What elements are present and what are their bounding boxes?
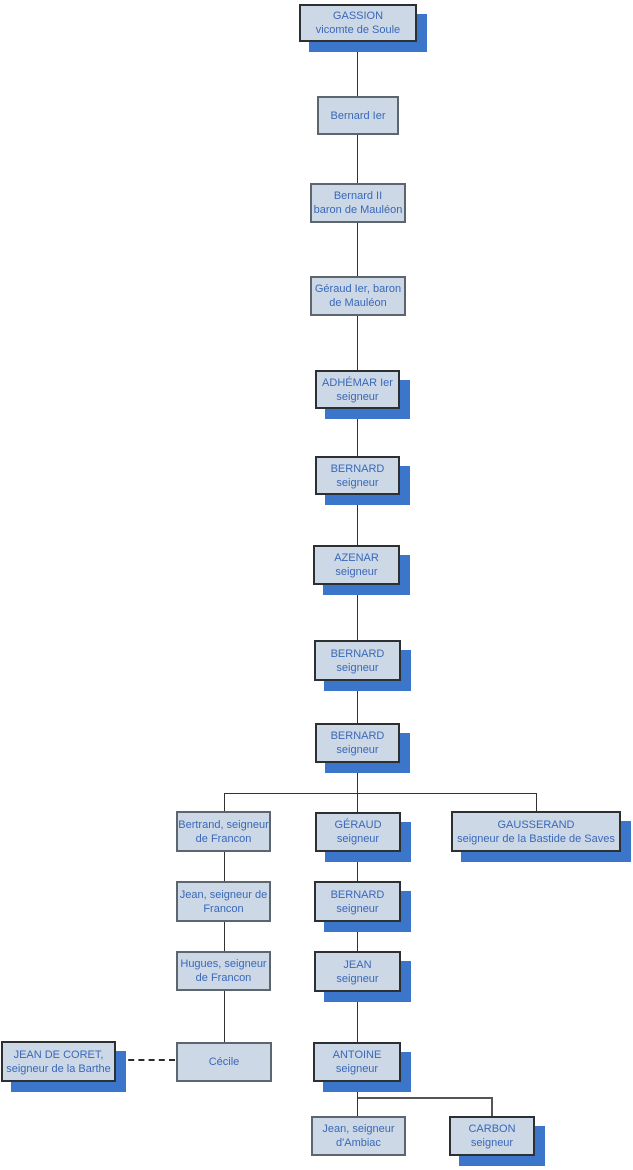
node-antoine: ANTOINE seigneur — [313, 1042, 401, 1082]
connector-line — [224, 793, 537, 794]
node-label: Cécile — [208, 1056, 240, 1068]
node-label: BERNARD seigneur — [330, 730, 385, 756]
node-bernard-seigneur-1: BERNARD seigneur — [315, 456, 400, 495]
node-label: GASSION vicomte de Soule — [315, 10, 401, 36]
connector-line — [357, 316, 358, 370]
connector-line — [357, 495, 358, 545]
connector-line — [224, 852, 225, 881]
node-label: Bernard Ier — [330, 109, 386, 122]
node-label: Jean, seigneur de Francon — [179, 888, 268, 915]
connector-line — [357, 1097, 358, 1116]
node-label: Géraud Ier, baron de Mauléon — [314, 283, 402, 309]
node-label: BERNARD seigneur — [330, 647, 385, 674]
connector-line — [224, 793, 225, 811]
connector-line — [357, 1097, 493, 1099]
node-bernard-ier: Bernard Ier — [317, 96, 399, 135]
node-label: JEAN DE CORET, seigneur de la Barthe — [6, 1048, 111, 1075]
node-label: GAUSSERAND seigneur de la Bastide de Sav… — [457, 818, 615, 845]
connector-line — [357, 763, 358, 793]
node-jean-ambiac: Jean, seigneur d'Ambiac — [311, 1116, 406, 1156]
connector-line — [357, 585, 358, 640]
connector-line — [491, 1097, 493, 1116]
connector-line — [357, 681, 358, 723]
node-geraud-seigneur: GÉRAUD seigneur — [315, 812, 401, 852]
node-label: ANTOINE seigneur — [332, 1049, 382, 1075]
node-jean-seigneur: JEAN seigneur — [314, 951, 401, 992]
marriage-dashed-line — [118, 1059, 175, 1061]
connector-line — [536, 793, 537, 811]
node-cecile: Cécile — [176, 1042, 272, 1082]
connector-line — [357, 223, 358, 276]
connector-line — [357, 793, 358, 812]
node-label: GÉRAUD seigneur — [334, 819, 382, 845]
node-label: Jean, seigneur d'Ambiac — [322, 1123, 395, 1149]
node-bertrand-francon: Bertrand, seigneur de Francon — [176, 811, 271, 852]
node-label: BERNARD seigneur — [330, 888, 385, 915]
connector-line — [357, 1082, 358, 1097]
connector-line — [224, 991, 225, 1042]
connector-line — [357, 409, 358, 456]
node-jean-de-coret: JEAN DE CORET, seigneur de la Barthe — [1, 1041, 116, 1082]
connector-line — [357, 42, 358, 96]
connector-line — [357, 992, 358, 1042]
node-label: CARBON seigneur — [468, 1123, 516, 1149]
node-label: ADHÉMAR Ier seigneur — [322, 376, 393, 403]
node-bernard-ii: Bernard II baron de Mauléon — [310, 183, 406, 223]
connector-line — [357, 922, 358, 951]
node-azenar: AZENAR seigneur — [313, 545, 400, 585]
node-label: BERNARD seigneur — [330, 462, 385, 489]
node-bernard-seigneur-2: BERNARD seigneur — [314, 640, 401, 681]
node-hugues-francon: Hugues, seigneur de Francon — [176, 951, 271, 991]
node-bernard-seigneur-3: BERNARD seigneur — [315, 723, 400, 763]
node-label: JEAN seigneur — [336, 958, 379, 985]
node-bernard-seigneur-4: BERNARD seigneur — [314, 881, 401, 922]
node-carbon: CARBON seigneur — [449, 1116, 535, 1156]
node-geraud-ier: Géraud Ier, baron de Mauléon — [310, 276, 406, 316]
connector-line — [224, 922, 225, 951]
node-jean-francon: Jean, seigneur de Francon — [176, 881, 271, 922]
node-gassion: GASSION vicomte de Soule — [299, 4, 417, 42]
connector-line — [357, 852, 358, 881]
node-gausserand: GAUSSERAND seigneur de la Bastide de Sav… — [451, 811, 621, 852]
node-label: Bernard II baron de Mauléon — [313, 190, 403, 216]
node-label: Hugues, seigneur de Francon — [180, 958, 267, 984]
node-adhemar-ier: ADHÉMAR Ier seigneur — [315, 370, 400, 409]
node-label: Bertrand, seigneur de Francon — [178, 818, 269, 845]
connector-line — [357, 135, 358, 183]
node-label: AZENAR seigneur — [334, 552, 379, 578]
